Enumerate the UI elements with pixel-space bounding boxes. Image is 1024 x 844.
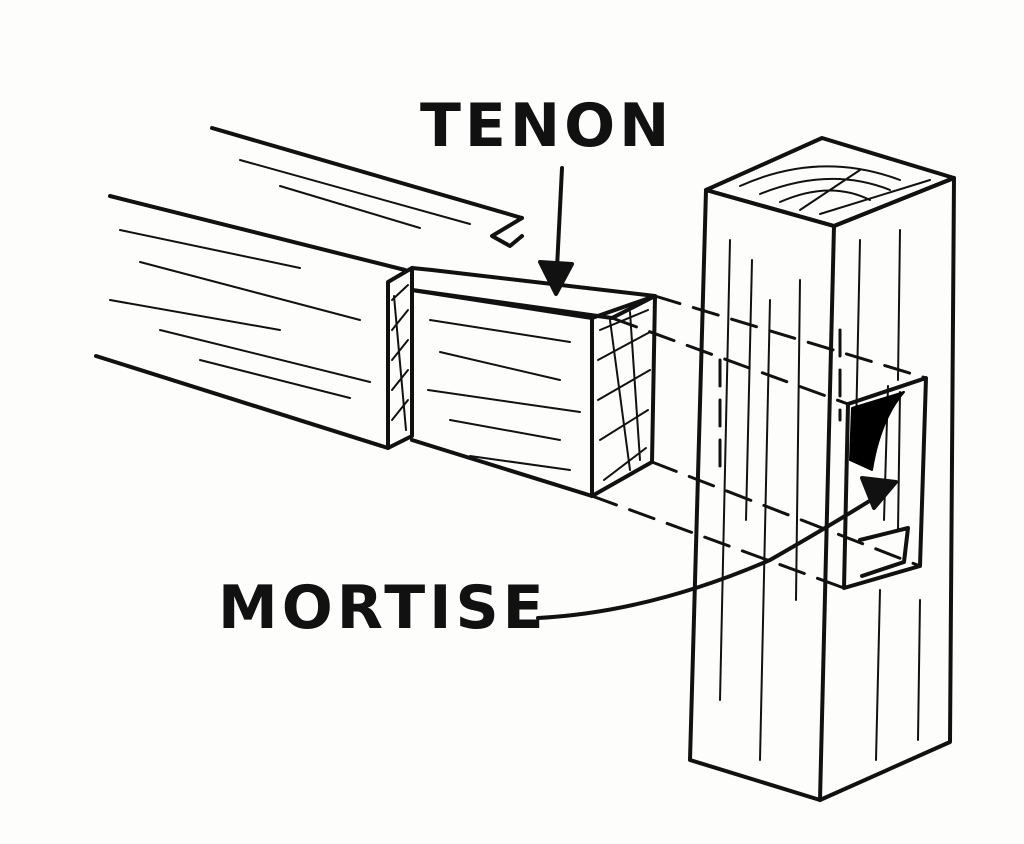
tenon-label: TENON (420, 91, 674, 161)
mortise-arrow (536, 476, 898, 620)
rail (94, 126, 524, 450)
mortise-label: MORTISE (218, 573, 548, 643)
post (688, 136, 956, 802)
tenon (410, 266, 657, 498)
projection-lines (590, 294, 928, 590)
tenon-arrow (538, 166, 574, 296)
mortise-shadow (849, 391, 905, 471)
